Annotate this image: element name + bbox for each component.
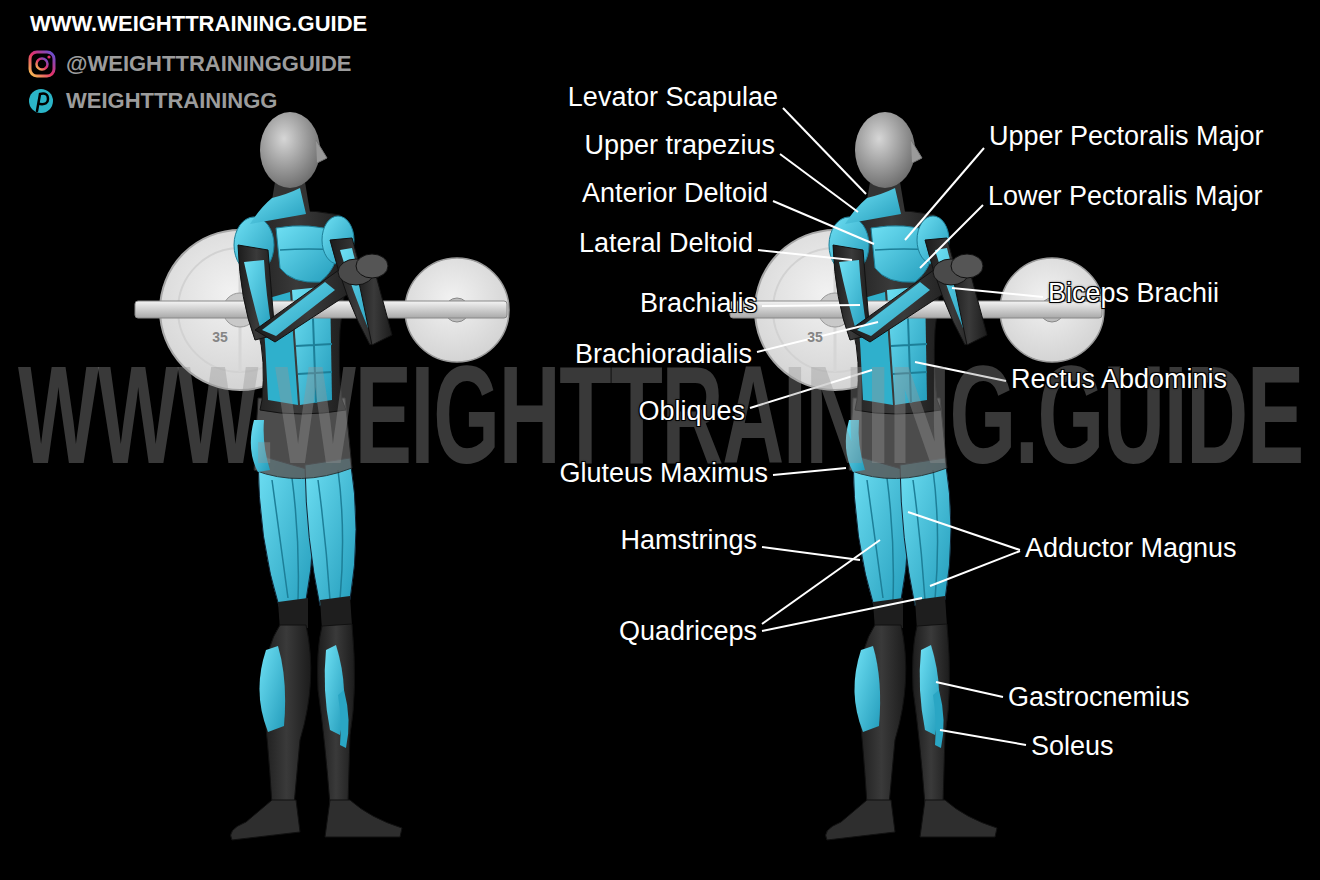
muscle-label: Gluteus Maximus [559, 459, 768, 489]
leader-line [952, 288, 1043, 297]
leader-line [940, 730, 1026, 745]
social-handle: @WEIGHTTRAININGGUIDE [66, 52, 351, 76]
muscle-label: Anterior Deltoid [582, 179, 768, 209]
muscle-label: Biceps Brachii [1048, 279, 1219, 309]
plate-weight: 35 [212, 330, 228, 345]
leader-line [905, 148, 984, 240]
leader-line [908, 512, 1020, 550]
muscle-label: Quadriceps [619, 617, 757, 647]
muscle-label: Lower Pectoralis Major [988, 182, 1263, 212]
instagram-icon [37, 59, 48, 70]
leader-line [762, 598, 922, 631]
muscle-label: Brachialis [640, 289, 757, 319]
instagram-icon [30, 52, 54, 76]
leader-line [758, 250, 852, 260]
leader-line [920, 205, 983, 268]
muscle-label: Upper Pectoralis Major [989, 122, 1264, 152]
leader-line [780, 154, 858, 212]
social-handle: WEIGHTTRAININGG [66, 89, 277, 113]
pinterest-icon [29, 89, 53, 113]
plate-weight: 35 [807, 330, 823, 345]
site-name: WWW.WEIGHTTRAINING.GUIDE [30, 12, 367, 36]
leader-line [773, 201, 874, 244]
instagram-icon [47, 55, 50, 58]
muscle-label: Levator Scapulae [568, 83, 778, 113]
muscle-label: Soleus [1031, 732, 1114, 762]
pinterest-icon [37, 94, 48, 111]
muscle-label: Brachioradialis [575, 340, 752, 370]
leader-line [762, 540, 880, 624]
muscle-label: Obliques [638, 397, 745, 427]
muscle-label: Gastrocnemius [1008, 683, 1190, 713]
muscle-label: Lateral Deltoid [579, 229, 753, 259]
muscle-label: Adductor Magnus [1025, 534, 1237, 564]
leader-line [762, 547, 860, 560]
muscle-label: Rectus Abdominis [1011, 365, 1227, 395]
leader-line [783, 108, 866, 194]
muscle-label: Upper trapezius [584, 131, 775, 161]
leader-line [930, 551, 1020, 586]
leader-line [936, 682, 1003, 697]
muscle-label: Hamstrings [620, 526, 757, 556]
leader-line [762, 305, 860, 306]
